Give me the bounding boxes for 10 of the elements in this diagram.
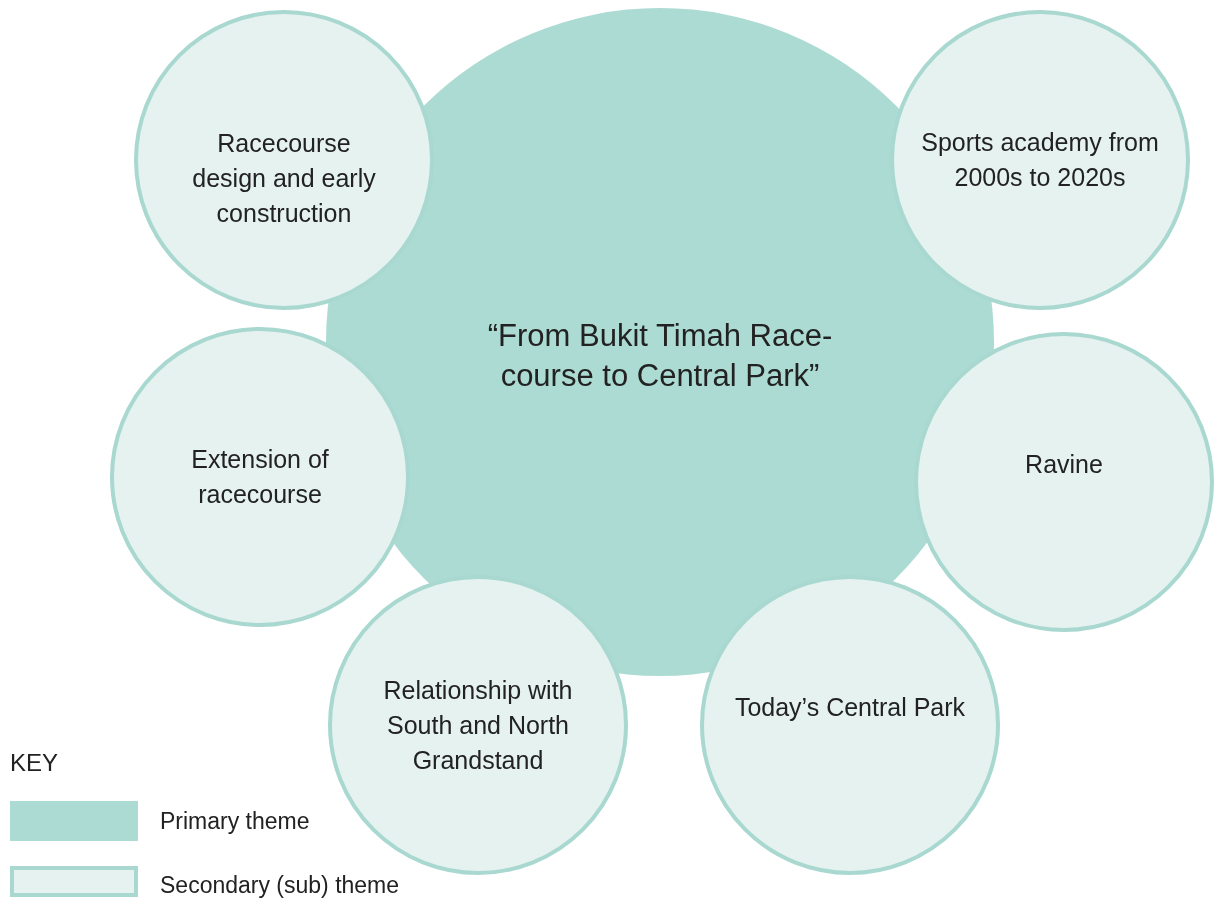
sub-theme-text: Ravine xyxy=(1024,448,1104,480)
legend-label: Secondary (sub) theme xyxy=(160,871,400,899)
sub-theme-text: Sports academy from 2000s to 2020s xyxy=(920,127,1160,193)
sub-theme-text: Extension of racecourse xyxy=(190,444,330,510)
sub-theme-text: Racecourse design and early construction xyxy=(191,127,377,229)
sub-theme-text: Today’s Central Park xyxy=(733,691,967,723)
legend-label: Primary theme xyxy=(160,807,310,836)
main-theme-text: “From Bukit Timah Race-course to Central Park” xyxy=(486,317,834,395)
key-heading: KEY xyxy=(10,748,59,778)
sub-theme-text: Relationship with South and North Grandstand xyxy=(382,674,574,776)
